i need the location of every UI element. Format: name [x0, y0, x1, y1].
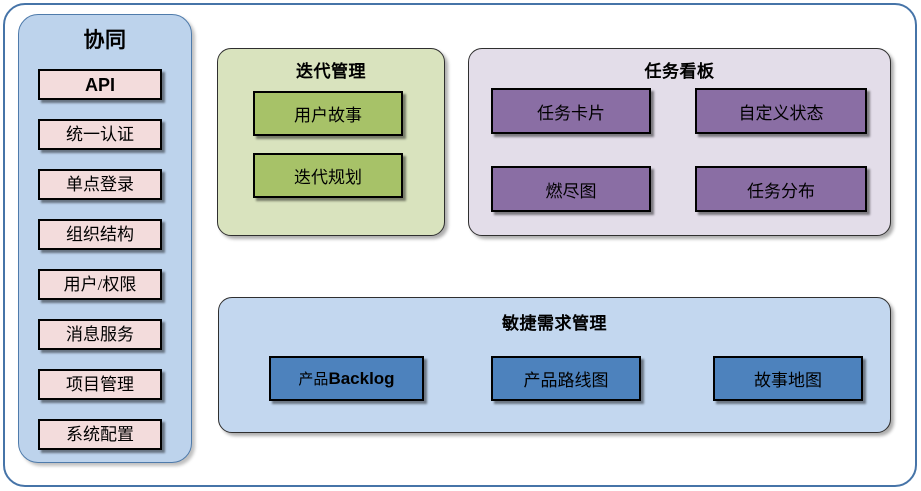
taskboard-box-burndown-chart[interactable]: 燃尽图 — [491, 166, 651, 212]
sidebar-item-unified-auth[interactable]: 统一认证 — [38, 119, 162, 150]
sidebar-title: 协同 — [83, 29, 127, 52]
task-board-title: 任务看板 — [644, 62, 715, 81]
agile-requirement-title: 敏捷需求管理 — [502, 314, 607, 333]
sidebar-item-project-management[interactable]: 项目管理 — [38, 369, 162, 400]
sidebar-item-list: API 统一认证 单点登录 组织结构 用户/权限 消息服务 项目管理 系统配置 — [38, 69, 174, 469]
agile-box-product-roadmap[interactable]: 产品路线图 — [491, 356, 641, 401]
agile-box-product-backlog-suffix: Backlog — [328, 368, 395, 388]
agile-box-story-map[interactable]: 故事地图 — [713, 356, 863, 401]
agile-box-product-backlog-prefix: 产品 — [298, 372, 329, 388]
sidebar-item-system-config[interactable]: 系统配置 — [38, 419, 162, 450]
iteration-management-panel: 迭代管理 用户故事 迭代规划 — [217, 48, 445, 236]
sidebar-item-api[interactable]: API — [38, 69, 162, 100]
iteration-box-iteration-planning[interactable]: 迭代规划 — [253, 153, 403, 198]
iteration-box-user-story[interactable]: 用户故事 — [253, 91, 403, 136]
sidebar-panel: 协同 API 统一认证 单点登录 组织结构 用户/权限 消息服务 项目管理 系统… — [18, 14, 192, 463]
sidebar-item-org-structure[interactable]: 组织结构 — [38, 219, 162, 250]
taskboard-box-task-card[interactable]: 任务卡片 — [491, 88, 651, 134]
taskboard-box-custom-status[interactable]: 自定义状态 — [695, 88, 867, 134]
task-board-panel: 任务看板 任务卡片 自定义状态 燃尽图 任务分布 — [468, 48, 891, 236]
sidebar-item-user-permission[interactable]: 用户/权限 — [38, 269, 162, 300]
taskboard-box-task-distribution[interactable]: 任务分布 — [695, 166, 867, 212]
iteration-management-title: 迭代管理 — [296, 62, 366, 81]
sidebar-item-message-service[interactable]: 消息服务 — [38, 319, 162, 350]
sidebar-item-single-sign-on[interactable]: 单点登录 — [38, 169, 162, 200]
